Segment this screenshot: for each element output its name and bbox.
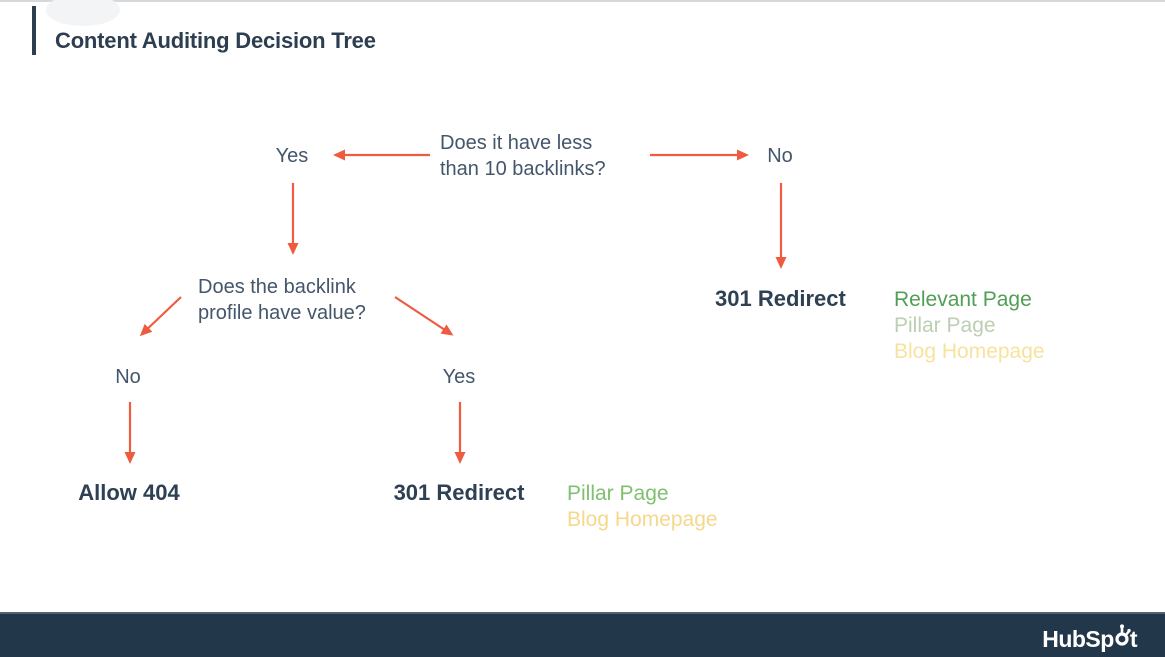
value-no-label: No <box>115 366 141 388</box>
cropped-logo-remnant <box>46 0 120 26</box>
redirect-no-target-relevant-page: Relevant Page <box>894 288 1032 311</box>
root-yes-label: Yes <box>275 145 309 167</box>
root-question-line2: than 10 backlinks? <box>440 158 606 180</box>
arrow-backlink-question-to-yes <box>394 296 454 336</box>
root-question-line1: Does it have less <box>440 132 593 154</box>
arrow-backlink-question-to-no <box>139 296 182 337</box>
redirect-no-result: 301 Redirect <box>715 286 846 311</box>
value-yes-label: Yes <box>442 366 476 388</box>
title-accent-bar <box>32 6 36 55</box>
hubspot-logo-text-prefix: HubSp <box>1042 626 1114 652</box>
backlink-question-line1: Does the backlink <box>198 276 356 298</box>
redirect-no-target-pillar-page: Pillar Page <box>894 314 996 337</box>
redirect-yes-target-blog-homepage: Blog Homepage <box>567 508 718 531</box>
page-title: Content Auditing Decision Tree <box>55 28 376 53</box>
redirect-yes-result: 301 Redirect <box>393 480 525 505</box>
redirect-yes-target-pillar-page: Pillar Page <box>567 482 669 505</box>
allow-404-result: Allow 404 <box>78 480 180 505</box>
footer-bar: HubSp t <box>0 612 1165 657</box>
backlink-question: Does the backlink profile have value? <box>198 274 366 326</box>
hubspot-logo-text-suffix: t <box>1129 626 1138 652</box>
redirect-no-target-blog-homepage: Blog Homepage <box>894 340 1045 363</box>
backlink-question-line2: profile have value? <box>198 302 366 324</box>
hubspot-sprocket-icon <box>1114 624 1131 651</box>
root-no-label: No <box>767 145 793 167</box>
root-question: Does it have less than 10 backlinks? <box>440 130 606 182</box>
hubspot-logo: HubSp t <box>1042 623 1138 652</box>
